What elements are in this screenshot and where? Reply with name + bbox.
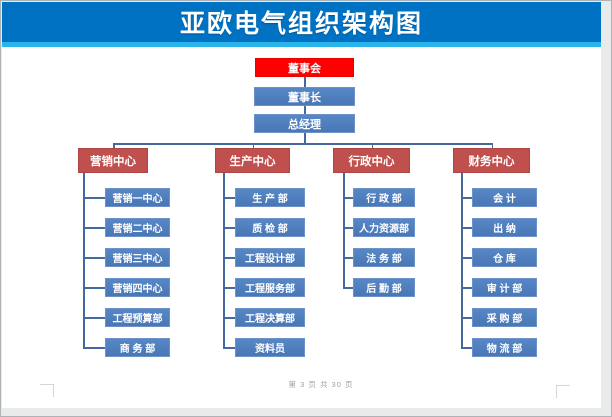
org-node-department[interactable]: 采 购 部	[472, 308, 537, 327]
org-node-department[interactable]: 工程决算部	[235, 308, 305, 327]
org-node-department[interactable]: 工程预算部	[105, 308, 170, 327]
org-node-branch[interactable]: 行政中心	[333, 148, 410, 173]
org-node-department[interactable]: 工程服务部	[235, 278, 305, 297]
connector-stub	[223, 317, 235, 319]
connector-stub	[461, 227, 472, 229]
connector-stub	[223, 347, 235, 349]
connector-stub	[223, 197, 235, 199]
crop-mark-bottom-right	[556, 385, 570, 398]
org-node-department[interactable]: 行 政 部	[353, 188, 415, 207]
org-node-department[interactable]: 营销三中心	[105, 248, 170, 267]
org-node-board[interactable]: 董事会	[255, 58, 354, 77]
org-node-department[interactable]: 物 流 部	[472, 338, 537, 357]
org-node-department[interactable]: 质 检 部	[235, 218, 305, 237]
connector-vertical	[304, 77, 306, 87]
org-node-department[interactable]: 工程设计部	[235, 248, 305, 267]
connector-drop	[371, 143, 373, 148]
org-node-department[interactable]: 商 务 部	[105, 338, 170, 357]
connector-drop	[113, 143, 115, 148]
connector-vertical	[304, 106, 306, 114]
org-node-department[interactable]: 人力资源部	[353, 218, 415, 237]
org-node-department[interactable]: 审 计 部	[472, 278, 537, 297]
connector-stub	[223, 257, 235, 259]
connector-trunk	[223, 173, 225, 348]
org-node-branch[interactable]: 生产中心	[215, 148, 290, 173]
crop-mark-bottom-left	[40, 384, 54, 397]
connector-stub	[223, 287, 235, 289]
banner-accent-strip	[2, 42, 601, 47]
org-node-branch[interactable]: 财务中心	[453, 148, 530, 173]
connector-trunk	[343, 173, 345, 288]
org-node-department[interactable]: 仓 库	[472, 248, 537, 267]
org-node-department[interactable]: 法 务 部	[353, 248, 415, 267]
connector-stub	[223, 227, 235, 229]
org-node-department[interactable]: 营销二中心	[105, 218, 170, 237]
connector-trunk	[83, 173, 85, 348]
org-node-department[interactable]: 资料员	[235, 338, 305, 357]
connector-stub	[83, 227, 105, 229]
connector-stub	[83, 257, 105, 259]
org-node-branch[interactable]: 营销中心	[78, 148, 148, 173]
connector-stub	[343, 257, 353, 259]
connector-stub	[343, 227, 353, 229]
title-banner: 亚欧电气组织架构图	[2, 2, 601, 42]
org-node-department[interactable]: 生 产 部	[235, 188, 305, 207]
connector-stub	[83, 347, 105, 349]
page-number-label: 第 3 页 共 30 页	[288, 380, 354, 389]
connector-stub	[461, 347, 472, 349]
connector-horizontal	[113, 143, 492, 145]
connector-drop	[252, 143, 254, 148]
connector-trunk	[461, 173, 463, 348]
org-node-chairman[interactable]: 董事长	[254, 87, 355, 106]
org-node-department[interactable]: 营销一中心	[105, 188, 170, 207]
org-node-department[interactable]: 后 勤 部	[353, 278, 415, 297]
org-node-department[interactable]: 会 计	[472, 188, 537, 207]
page-title: 亚欧电气组织架构图	[179, 10, 423, 38]
connector-vertical	[304, 133, 306, 143]
connector-drop	[491, 143, 493, 148]
connector-stub	[461, 287, 472, 289]
connector-stub	[461, 197, 472, 199]
connector-stub	[83, 317, 105, 319]
connector-stub	[461, 317, 472, 319]
connector-stub	[343, 287, 353, 289]
org-node-department[interactable]: 出 纳	[472, 218, 537, 237]
connector-stub	[83, 197, 105, 199]
org-node-department[interactable]: 营销四中心	[105, 278, 170, 297]
connector-stub	[343, 197, 353, 199]
connector-stub	[83, 287, 105, 289]
org-node-general-manager[interactable]: 总经理	[254, 114, 355, 133]
connector-stub	[461, 257, 472, 259]
